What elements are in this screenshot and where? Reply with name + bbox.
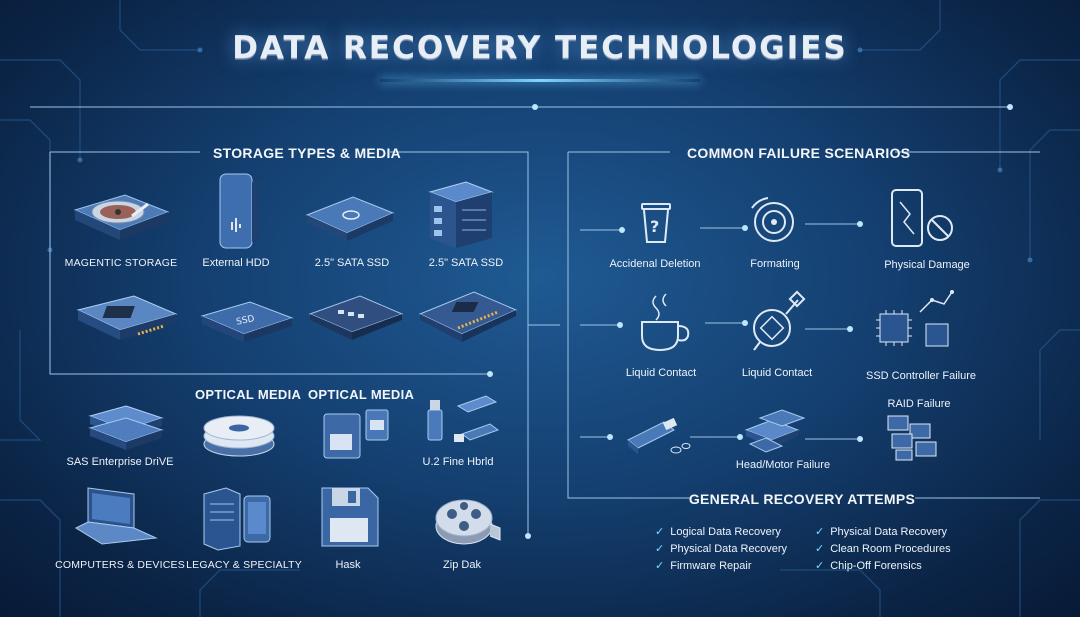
check-icon: ✓ [815, 526, 825, 538]
raid-stack-icon [884, 412, 944, 462]
msata-ssd-icon [308, 294, 404, 342]
external-drive-icon [216, 170, 260, 252]
list-item: ✓Physical Data Recovery [815, 526, 947, 538]
laptop-icon [72, 484, 160, 548]
recovery-list-right: ✓Physical Data Recovery ✓Clean Room Proc… [815, 524, 951, 575]
label-liquid-contact-2: Liquid Contact [741, 367, 813, 379]
coffee-cup-icon [636, 292, 694, 354]
label-head-motor-failure: Head/Motor Failure [735, 459, 831, 471]
recovery-list-left: ✓Logical Data Recovery ✓Physical Data Re… [655, 524, 787, 575]
list-item: ✓Firmware Repair [655, 560, 752, 572]
tape-reel-icon [432, 488, 504, 550]
label-computers-devices: COMPUTERS & DEVICES [55, 559, 185, 571]
label-sata-ssd-2: 2.5" SATA SSD [428, 257, 504, 269]
optical-disc-icon [200, 404, 278, 460]
check-icon: ✓ [655, 543, 665, 555]
label-sata-ssd-1: 2.5" SATA SSD [314, 257, 390, 269]
floppy-disk-icon [318, 484, 382, 550]
optical-media-heading-1: OPTICAL MEDIA [195, 387, 302, 402]
label-magnetic-storage: MAGENTIC STORAGE [64, 257, 178, 269]
list-item: ✓Chip-Off Forensics [815, 560, 922, 572]
list-item: ✓Clean Room Procedures [815, 543, 951, 555]
server-rack-icon [426, 180, 496, 250]
controller-chip-icon [872, 288, 962, 354]
ssd-chip-text: SSD [235, 314, 255, 328]
usb-spill-icon [624, 416, 694, 460]
list-item: ✓Physical Data Recovery [655, 543, 787, 555]
m2-nvme-icon [74, 292, 180, 344]
check-icon: ✓ [655, 526, 665, 538]
stacked-drives-icon [742, 406, 810, 456]
check-icon: ✓ [815, 560, 825, 572]
tower-phone-icon [200, 484, 276, 551]
disk-format-icon [746, 196, 800, 246]
check-icon: ✓ [815, 543, 825, 555]
storage-heading: STORAGE TYPES & MEDIA [213, 145, 402, 161]
label-ssd-controller-failure: SSD Controller Failure [865, 370, 977, 382]
label-accidental-deletion: Accidenal Deletion [609, 258, 701, 270]
recovery-heading: GENERAL RECOVERY ATTEMPS [688, 491, 916, 507]
circuit-chip-icon [746, 290, 806, 354]
label-u2-fine-hybrid: U.2 Fine Hbrld [422, 456, 494, 468]
svg-text:?: ? [650, 217, 659, 236]
label-sas-enterprise-drive: SAS Enterprise DriVE [66, 456, 174, 468]
label-liquid-contact-1: Liquid Contact [625, 367, 697, 379]
enterprise-drive-icon [86, 402, 166, 454]
page-title: DATA RECOVERY TECHNOLOGIES [232, 30, 848, 66]
broken-phone-icon [888, 188, 958, 250]
check-icon: ✓ [655, 560, 665, 572]
title-underline-glow [380, 79, 700, 82]
hard-drive-icon [70, 190, 170, 250]
label-formatting: Formating [750, 258, 800, 270]
ssd-icon [305, 193, 395, 245]
label-hask: Hask [335, 559, 361, 571]
label-physical-damage: Physical Damage [884, 259, 970, 271]
trash-question-icon: ? [638, 200, 674, 246]
label-raid-failure: RAID Failure [887, 398, 951, 410]
ssd-module-icon: SSD [200, 300, 294, 344]
ssd-board-icon [418, 290, 518, 344]
optical-media-heading-2: OPTICAL MEDIA [308, 387, 415, 402]
memory-card-icon [320, 406, 392, 462]
usb-flash-drive-icon [424, 392, 500, 450]
label-zip-disk: Zip Dak [443, 559, 481, 571]
list-item: ✓Logical Data Recovery [655, 526, 781, 538]
label-external-hdd: External HDD [202, 257, 270, 269]
failures-heading: COMMON FAILURE SCENARIOS [687, 145, 911, 161]
label-legacy-specialty: LEGACY & SPECIALTY [186, 559, 302, 571]
